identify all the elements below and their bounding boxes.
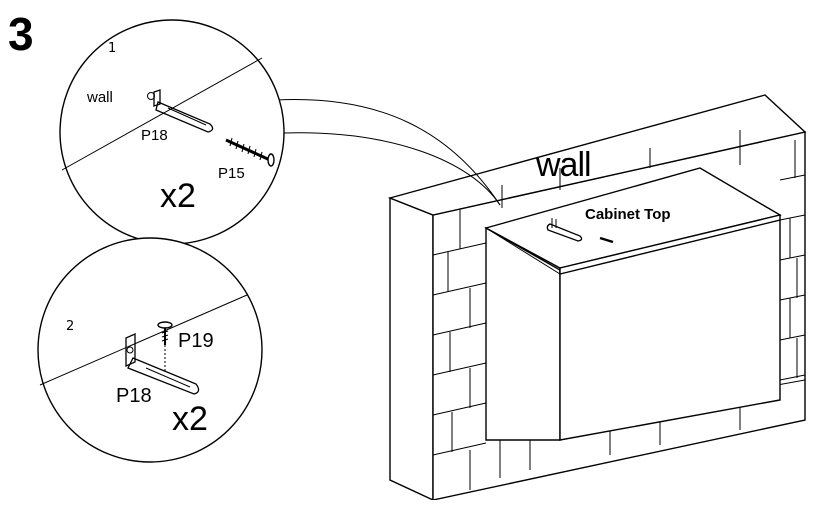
detail-2-bracket-part-label: P18	[116, 385, 152, 407]
wall-corner-line-2	[39, 294, 248, 386]
detail-callout-lines	[275, 99, 501, 206]
bracket-p18-icon	[147, 89, 214, 133]
detail-2-index: 2	[66, 319, 74, 334]
detail-2-screw-part-label: P19	[178, 330, 214, 352]
detail-1-index: 1	[108, 41, 116, 56]
cabinet-top-edge	[559, 214, 781, 275]
detail-2-quantity: x2	[172, 400, 208, 438]
screw-on-cabinet-icon	[599, 236, 614, 244]
bracket-p18-icon-2	[125, 332, 200, 395]
detail-1-wall-label: wall	[86, 89, 113, 106]
detail-circle-1: 1 wall P18 P15 x2	[59, 19, 285, 245]
detail-1-quantity: x2	[160, 177, 196, 215]
cabinet-top-label: Cabinet Top	[585, 206, 671, 223]
wall-side-face	[389, 196, 434, 502]
screw-p15-icon	[225, 137, 275, 167]
cabinet	[484, 167, 782, 441]
bracket-on-cabinet-icon	[546, 218, 583, 242]
step-number: 3	[8, 8, 34, 60]
wall-corner-line	[61, 57, 263, 171]
detail-circle-2: 2 P19 P18 x2	[37, 237, 263, 463]
wall-top-face	[387, 94, 807, 216]
brick-mortar-lines	[432, 130, 806, 490]
main-wall-label: wall	[535, 146, 591, 184]
detail-1-bracket-part-label: P18	[141, 127, 168, 144]
screw-p19-icon	[157, 321, 173, 372]
detail-1-screw-part-label: P15	[218, 165, 245, 182]
